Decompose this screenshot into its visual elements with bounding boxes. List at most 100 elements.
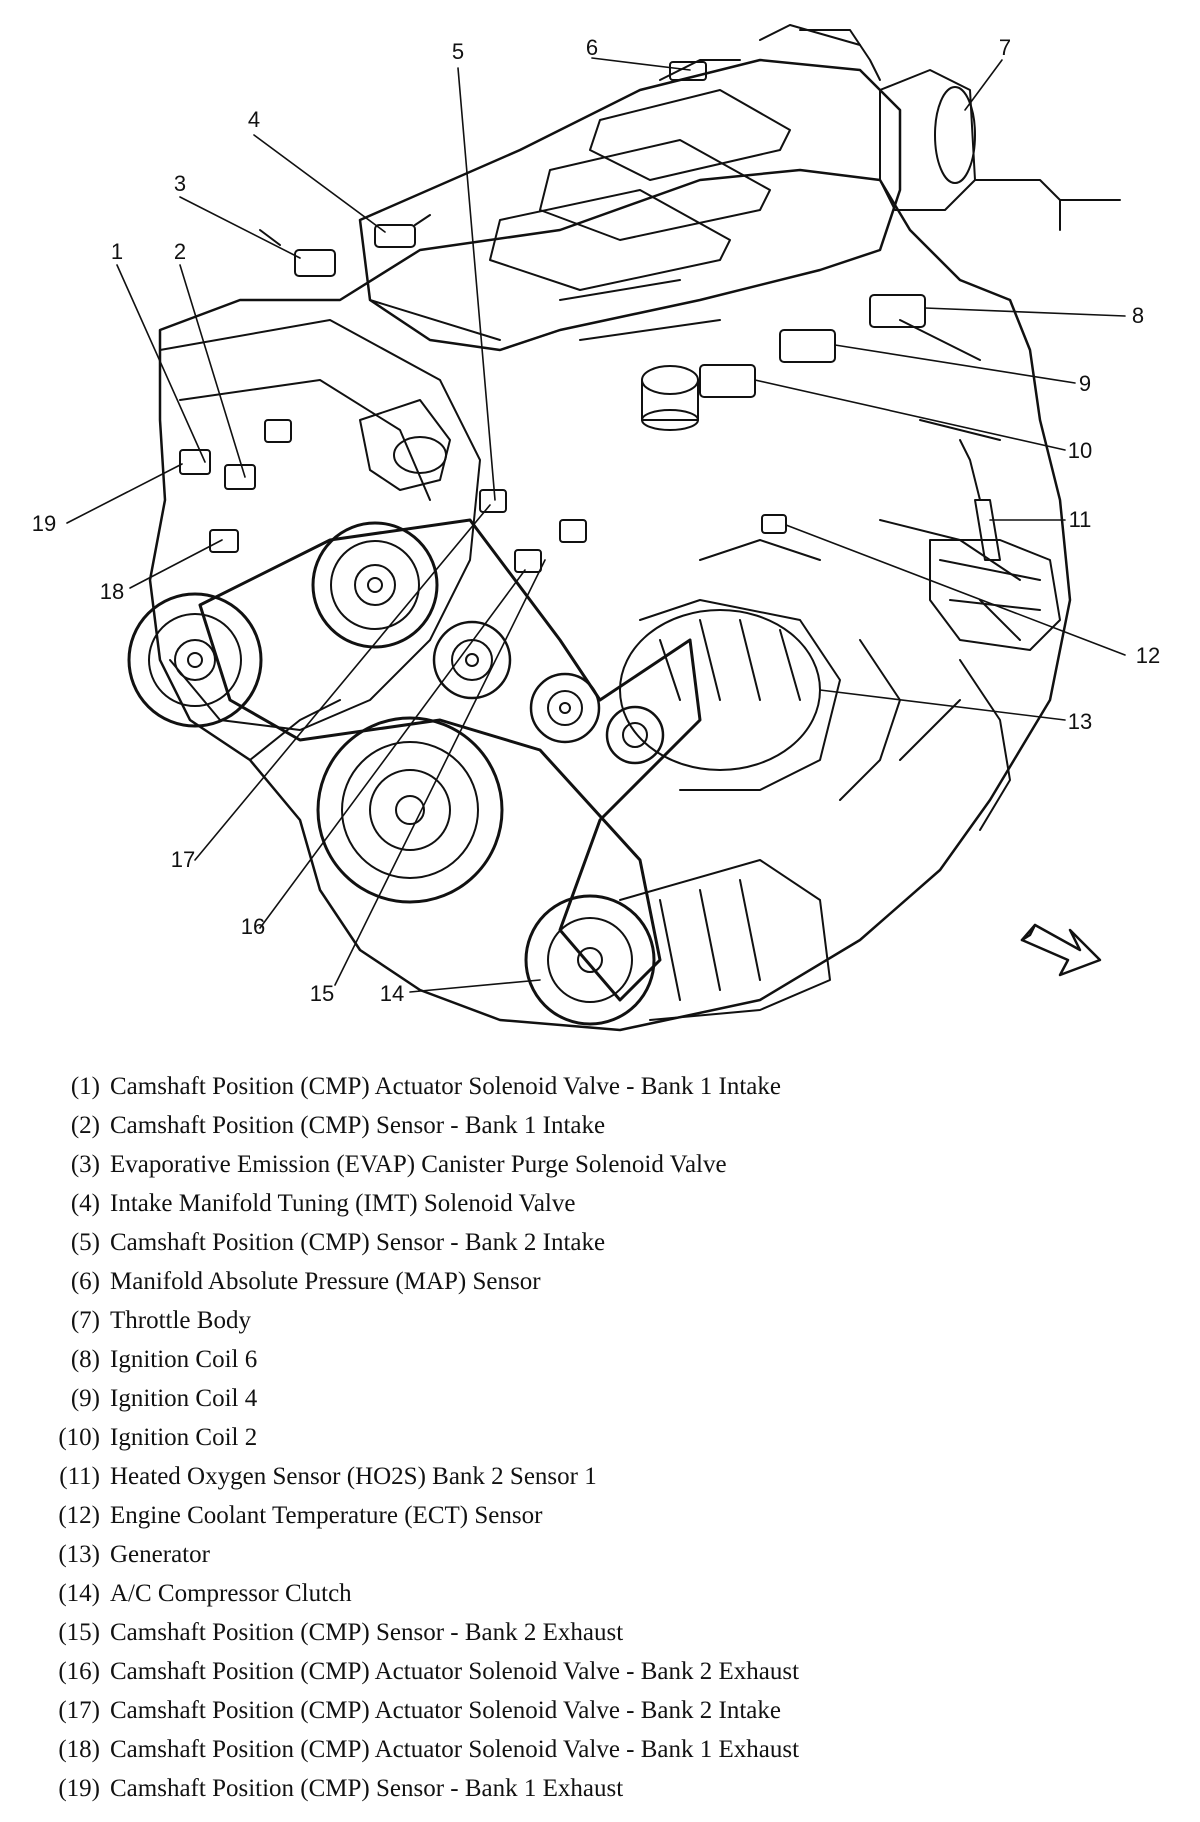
legend-description: Camshaft Position (CMP) Actuator Solenoi… (110, 1696, 781, 1724)
callout-12: 12 (1135, 643, 1161, 668)
legend-description: Camshaft Position (CMP) Actuator Solenoi… (110, 1735, 800, 1763)
legend-description: Ignition Coil 2 (110, 1423, 258, 1451)
legend-number: (11) (59, 1462, 100, 1490)
legend-item: (2) Camshaft Position (CMP) Sensor - Bank… (44, 1106, 1164, 1145)
legend-item: (4)Intake Manifold Tuning (IMT) Solenoid… (44, 1184, 1164, 1223)
idler-pulley (432, 620, 512, 700)
legend-item: (1) Camshaft Position (CMP) Actuator Sole… (44, 1067, 1164, 1106)
callout-4: 4 (247, 107, 261, 132)
legend-number: (3) (70, 1150, 100, 1178)
callout-9: 9 (1078, 371, 1092, 396)
callout-3: 3 (173, 171, 187, 196)
callout-5: 5 (451, 39, 465, 64)
legend-description: Camshaft Position (CMP) Sensor - Bank 1 … (110, 1774, 624, 1802)
legend-number: (5) (70, 1228, 100, 1256)
generator-pulley (605, 705, 665, 765)
legend-number: (12) (58, 1501, 100, 1529)
legend-item: (7) Throttle Body (44, 1301, 1164, 1340)
legend-description: Camshaft Position (CMP) Sensor - Bank 2 … (110, 1228, 606, 1256)
callout-16: 16 (240, 914, 266, 939)
vacuum-hoses (659, 24, 881, 81)
legend-number: (13) (58, 1540, 100, 1568)
callout-leader-lines (66, 57, 1126, 993)
legend-number: (6) (70, 1267, 100, 1295)
legend-number: (2) (70, 1111, 100, 1139)
callout-11: 11 (1068, 507, 1092, 532)
legend-description: Camshaft Position (CMP) Sensor - Bank 2 … (110, 1618, 624, 1646)
ect-sensor (761, 514, 787, 534)
callout-6: 6 (585, 35, 599, 60)
legend-item: (10) Ignition Coil 2 (44, 1418, 1164, 1457)
legend-description: Manifold Absolute Pressure (MAP) Sensor (110, 1267, 541, 1295)
legend-number: (19) (58, 1774, 100, 1802)
oxygen-sensor (959, 439, 1001, 561)
legend-number: (7) (70, 1306, 100, 1334)
legend-number: (14) (58, 1579, 100, 1607)
water-pump-pulley (311, 521, 439, 649)
legend-description: A/C Compressor Clutch (110, 1579, 352, 1607)
legend-item: (9) Ignition Coil 4 (44, 1379, 1164, 1418)
ignition-coils (699, 294, 926, 398)
callout-18: 18 (99, 579, 125, 604)
legend-number: (9) (70, 1384, 100, 1412)
crankshaft-pulley (316, 716, 504, 904)
callout-2: 2 (173, 239, 187, 264)
legend-item: (12) Engine Coolant Temperature (ECT) Sen… (44, 1496, 1164, 1535)
legend-description: Camshaft Position (CMP) Actuator Solenoi… (110, 1072, 781, 1100)
generator-body (619, 599, 841, 791)
callout-19: 19 (31, 511, 57, 536)
legend-item: (17) Camshaft Position (CMP) Actuator Sol… (44, 1691, 1164, 1730)
legend-item: (14) A/C Compressor Clutch (44, 1574, 1164, 1613)
legend-description: Camshaft Position (CMP) Actuator Solenoi… (110, 1657, 800, 1685)
callout-13: 13 (1067, 709, 1093, 734)
evap-imt-valves (259, 214, 431, 277)
timing-cover (159, 319, 481, 731)
legend-item: (3) Evaporative Emission (EVAP) Canister … (44, 1145, 1164, 1184)
legend-item: (5) Camshaft Position (CMP) Sensor - Bank… (44, 1223, 1164, 1262)
legend-item: (13) Generator (44, 1535, 1164, 1574)
legend-number: (10) (58, 1423, 100, 1451)
callout-17: 17 (170, 847, 196, 872)
exhaust-manifold (929, 539, 1061, 651)
legend-item: (16) Camshaft Position (CMP) Actuator Sol… (44, 1652, 1164, 1691)
map-sensor (669, 61, 707, 81)
legend-item: (8) Ignition Coil 6 (44, 1340, 1164, 1379)
bank2-sensors (479, 489, 587, 573)
legend-description: Generator (110, 1540, 210, 1568)
callout-7: 7 (998, 35, 1012, 60)
front-direction-arrow-icon (1020, 923, 1102, 977)
legend-description: Heated Oxygen Sensor (HO2S) Bank 2 Senso… (110, 1462, 597, 1490)
engine-block (148, 168, 1072, 1032)
thermostat-housing (359, 399, 451, 491)
legend-description: Camshaft Position (CMP) Sensor - Bank 1 … (110, 1111, 606, 1139)
callout-10: 10 (1067, 438, 1093, 463)
legend-item: (15)Camshaft Position (CMP) Sensor - Ban… (44, 1613, 1164, 1652)
legend-number: (8) (70, 1345, 100, 1373)
component-legend: (1) Camshaft Position (CMP) Actuator Sole… (44, 1067, 1164, 1808)
engine-illustration (66, 24, 1126, 1032)
callout-15: 15 (309, 981, 335, 1006)
legend-number: (18) (58, 1735, 100, 1763)
throttle-body (879, 69, 1121, 231)
ac-compressor (524, 859, 831, 1026)
legend-description: Evaporative Emission (EVAP) Canister Pur… (110, 1150, 727, 1178)
bank1-sensors (179, 419, 292, 553)
callout-14: 14 (379, 981, 405, 1006)
legend-description: Throttle Body (110, 1306, 251, 1334)
legend-item: (6) Manifold Absolute Pressure (MAP) Sens… (44, 1262, 1164, 1301)
callout-8: 8 (1131, 303, 1145, 328)
legend-number: (17) (58, 1696, 100, 1724)
tensioner-pulley (529, 672, 601, 744)
legend-number: (16) (58, 1657, 100, 1685)
power-steering-pulley (127, 592, 263, 728)
callout-1: 1 (110, 239, 124, 264)
legend-number: (1) (70, 1072, 100, 1100)
legend-description: Ignition Coil 6 (110, 1345, 258, 1373)
oil-filler-cap (641, 365, 699, 431)
legend-number: (4) (70, 1189, 100, 1217)
legend-description: Ignition Coil 4 (110, 1384, 258, 1412)
legend-description: Engine Coolant Temperature (ECT) Sensor (110, 1501, 543, 1529)
legend-item: (11) Heated Oxygen Sensor (HO2S) Bank 2 S… (44, 1457, 1164, 1496)
legend-item: (19) Camshaft Position (CMP) Sensor - Ban… (44, 1769, 1164, 1808)
